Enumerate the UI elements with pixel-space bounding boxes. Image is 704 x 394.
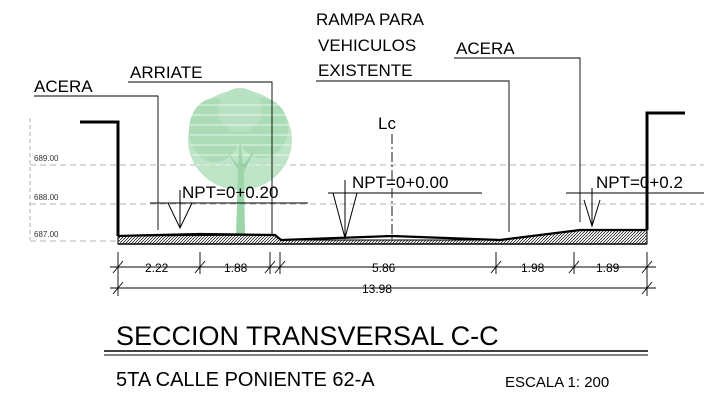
rampa-label-line2: VEHICULOS xyxy=(318,36,416,55)
rampa-label-line1: RAMPA PARA xyxy=(316,10,425,29)
elevation-689: 689.00 xyxy=(34,154,59,163)
section-title: SECCION TRANSVERSAL C-C xyxy=(116,321,499,351)
acera-right-leader xyxy=(454,57,581,222)
section-subtitle: 5TA CALLE PONIENTE 62-A xyxy=(116,369,375,391)
rampa-label-line3: EXISTENTE xyxy=(318,61,412,80)
npt-right-label: NPT=0+0.2 xyxy=(596,173,683,192)
npt-center-label: NPT=0+0.00 xyxy=(352,173,448,192)
dimension-segment-2: 1.88 xyxy=(224,261,248,275)
dimension-segment-4: 1.98 xyxy=(521,261,545,275)
acera-left-leader xyxy=(34,95,159,230)
npt-left-label: NPT=0+0.20 xyxy=(182,183,278,202)
centerline-label: Lc xyxy=(378,114,396,133)
left-wall xyxy=(80,120,120,236)
arriate-label: ARRIATE xyxy=(130,63,202,82)
scale-label: ESCALA 1: 200 xyxy=(505,374,609,391)
dimension-lines xyxy=(110,252,656,296)
npt-right-marker xyxy=(583,188,601,228)
elevation-688: 688.00 xyxy=(34,193,59,202)
ground-profile xyxy=(117,228,648,245)
npt-left-marker xyxy=(167,190,193,230)
acera-right-label: ACERA xyxy=(456,39,515,58)
arriate-leader xyxy=(128,81,273,236)
acera-left-label: ACERA xyxy=(34,77,93,96)
npt-center-marker xyxy=(332,180,358,240)
dimension-segment-1: 2.22 xyxy=(145,261,169,275)
dimension-total: 13.98 xyxy=(362,282,392,296)
tree-illustration xyxy=(188,88,292,235)
dimension-segment-5: 1.89 xyxy=(596,261,620,275)
dimension-segment-3: 5.86 xyxy=(372,261,396,275)
elevation-687: 687.00 xyxy=(34,230,59,239)
right-wall xyxy=(645,111,685,230)
rampa-leader xyxy=(316,80,510,232)
